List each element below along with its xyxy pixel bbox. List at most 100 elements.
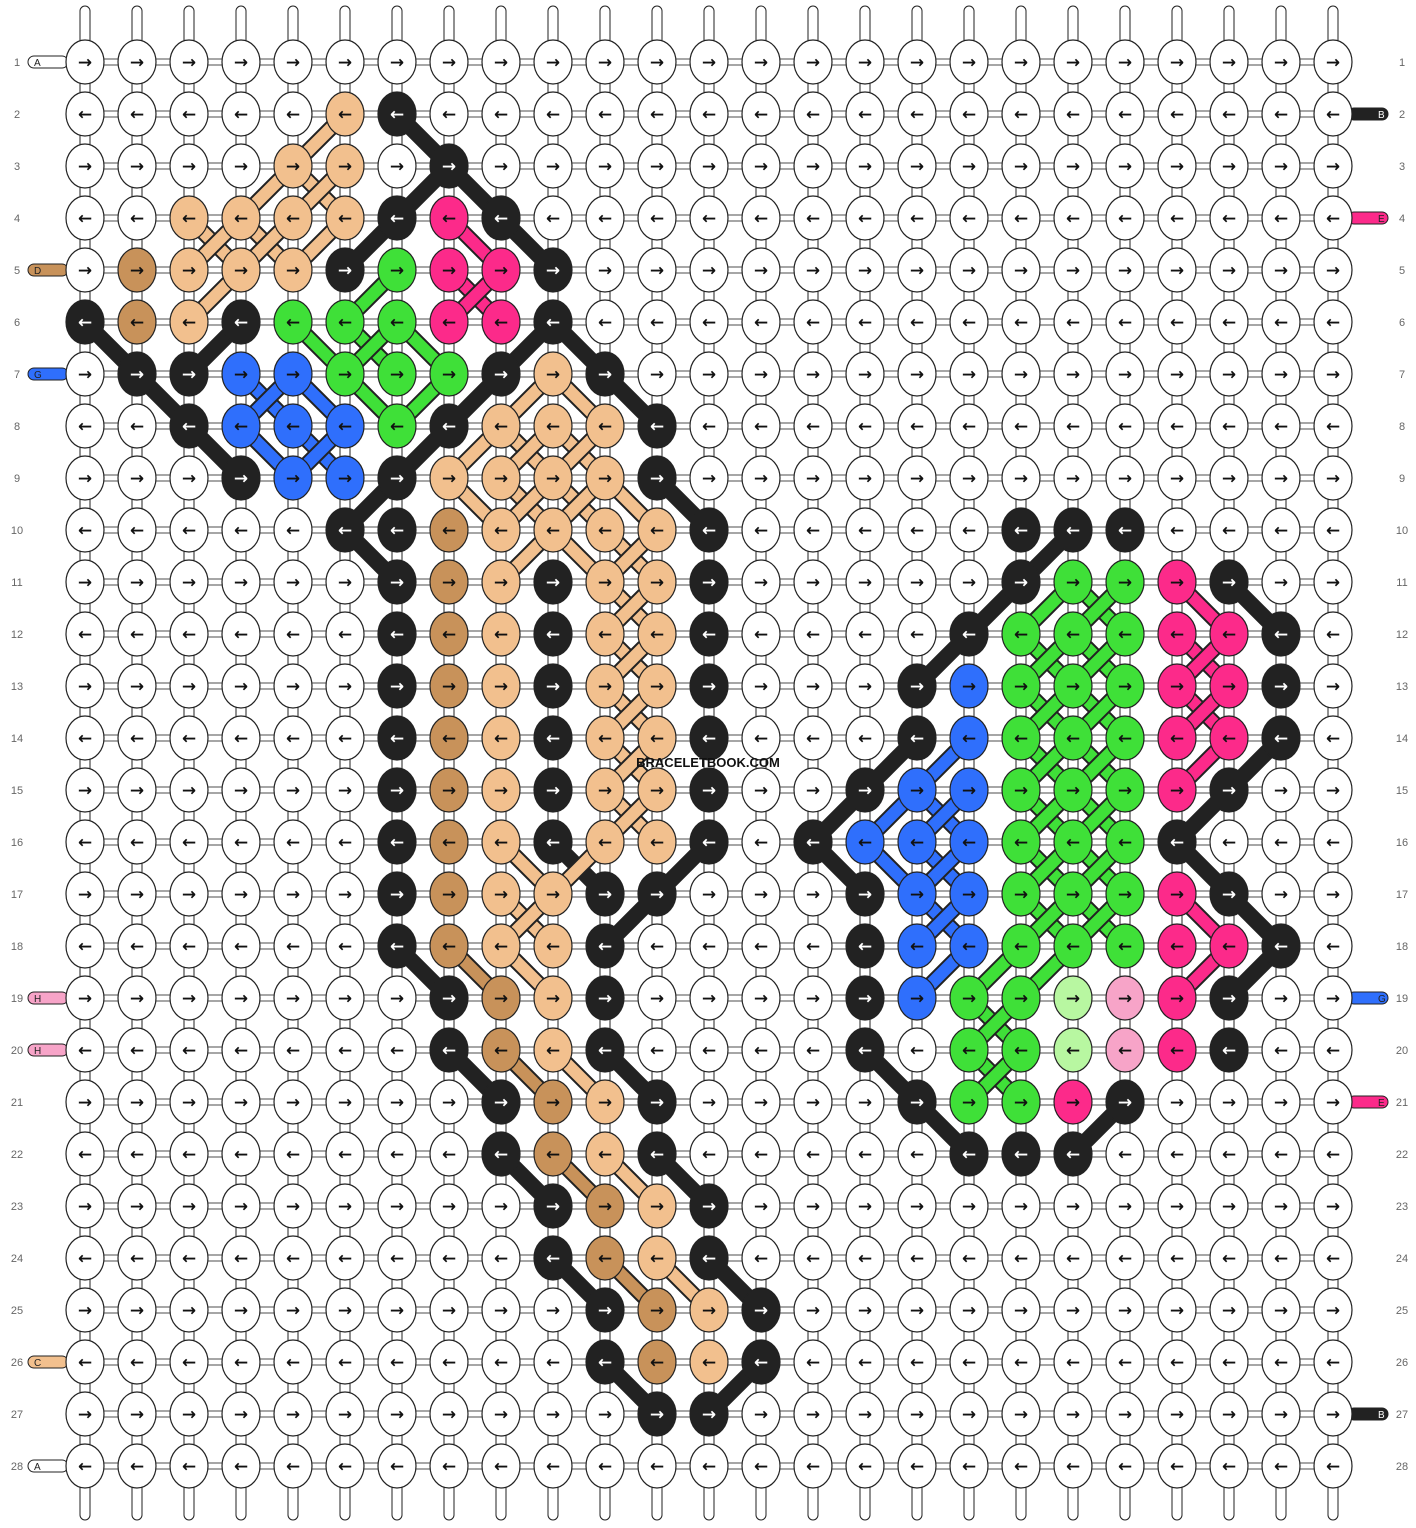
knot: [1053, 1183, 1093, 1229]
knot: [65, 1027, 105, 1073]
knot-arrow: →: [78, 365, 92, 385]
knot-arrow: →: [702, 53, 716, 73]
knot: [741, 819, 781, 865]
knot-arrow: →: [1066, 989, 1080, 1009]
knot: [845, 1131, 885, 1177]
knot-arrow: ←: [1014, 1145, 1028, 1165]
knot-arrow: →: [858, 1197, 872, 1217]
knot: [117, 819, 157, 865]
knot: [169, 455, 209, 501]
knot: [793, 351, 833, 397]
knot-arrow: ←: [910, 313, 924, 333]
knot-arrow: →: [130, 1301, 144, 1321]
knot-arrow: →: [754, 469, 768, 489]
knot-arrow: ←: [1222, 313, 1236, 333]
knot: [65, 247, 105, 293]
knot: [585, 611, 625, 657]
knot: [1313, 1027, 1353, 1073]
knot-arrow: →: [234, 989, 248, 1009]
knot-arrow: →: [1118, 885, 1132, 905]
knot: [169, 1027, 209, 1073]
knot-arrow: →: [806, 365, 820, 385]
knot-arrow: ←: [182, 105, 196, 125]
knot: [1053, 1391, 1093, 1437]
knot-arrow: ←: [806, 1353, 820, 1373]
knot-arrow: ←: [182, 937, 196, 957]
knot: [1105, 1183, 1145, 1229]
knot-arrow: ←: [598, 1249, 612, 1269]
knot: [741, 195, 781, 241]
knot: [949, 975, 989, 1021]
knot-arrow: ←: [598, 313, 612, 333]
knot-arrow: ←: [1066, 729, 1080, 749]
knot-arrow: →: [650, 677, 664, 697]
knot-arrow: →: [1274, 1301, 1288, 1321]
knot-arrow: ←: [754, 1249, 768, 1269]
knot-arrow: ←: [702, 105, 716, 125]
knot-arrow: →: [546, 677, 560, 697]
knot-arrow: →: [390, 1405, 404, 1425]
knot-arrow: ←: [1066, 1145, 1080, 1165]
knot: [429, 143, 469, 189]
knot: [1105, 1131, 1145, 1177]
knot-arrow: ←: [598, 937, 612, 957]
knot-arrow: ←: [1014, 417, 1028, 437]
knot-arrow: →: [754, 573, 768, 593]
knot: [117, 1391, 157, 1437]
row-number-right: 4: [1399, 213, 1405, 225]
knot: [117, 715, 157, 761]
row-number-right: 25: [1396, 1305, 1408, 1317]
knot: [689, 767, 729, 813]
knot-arrow: ←: [1118, 105, 1132, 125]
knot-arrow: →: [910, 261, 924, 281]
right-string-letter: B: [1378, 110, 1385, 121]
knot-arrow: →: [858, 157, 872, 177]
knot-arrow: ←: [286, 313, 300, 333]
knot: [117, 195, 157, 241]
knot-arrow: →: [702, 885, 716, 905]
knot: [65, 39, 105, 85]
knot-arrow: →: [494, 781, 508, 801]
knot: [117, 975, 157, 1021]
knot: [325, 1027, 365, 1073]
row-number-right: 14: [1396, 733, 1408, 745]
knot: [481, 403, 521, 449]
knot: [1261, 299, 1301, 345]
knot-arrow: ←: [338, 833, 352, 853]
knot-arrow: →: [182, 261, 196, 281]
knot: [1313, 403, 1353, 449]
knot-arrow: →: [1274, 1405, 1288, 1425]
knot-arrow: →: [442, 989, 456, 1009]
knot: [585, 715, 625, 761]
knot: [1157, 1183, 1197, 1229]
knot: [533, 299, 573, 345]
knot: [1053, 559, 1093, 605]
knot: [1261, 663, 1301, 709]
knot-arrow: ←: [1274, 521, 1288, 541]
knot-arrow: →: [962, 469, 976, 489]
knot: [429, 1287, 469, 1333]
knot-arrow: ←: [910, 833, 924, 853]
knot: [1105, 1391, 1145, 1437]
knot: [1001, 39, 1041, 85]
knot: [169, 663, 209, 709]
knot-arrow: →: [1014, 365, 1028, 385]
knot: [689, 299, 729, 345]
knot: [65, 507, 105, 553]
knot: [949, 715, 989, 761]
knot-arrow: →: [390, 989, 404, 1009]
knot-arrow: ←: [442, 417, 456, 437]
knot: [793, 1079, 833, 1125]
knot: [1157, 923, 1197, 969]
knot: [273, 403, 313, 449]
knot: [637, 143, 677, 189]
knot: [689, 351, 729, 397]
knot: [273, 1443, 313, 1489]
knot: [117, 455, 157, 501]
knot-arrow: →: [546, 1197, 560, 1217]
row-number-left: 5: [14, 265, 20, 277]
knot: [533, 715, 573, 761]
knot-arrow: →: [598, 1197, 612, 1217]
knot: [845, 143, 885, 189]
knot-arrow: ←: [1170, 417, 1184, 437]
